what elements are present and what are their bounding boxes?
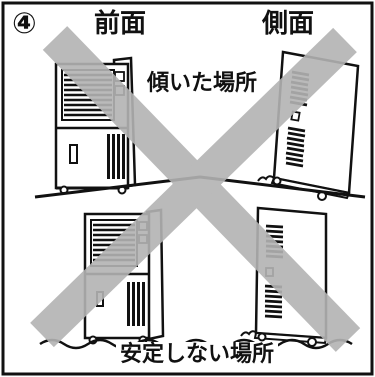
- tilted-place-caption: 傾いた場所: [143, 71, 262, 97]
- unstable-place-caption: 安定しない場所: [116, 342, 279, 368]
- side-view-label: 側面: [262, 9, 315, 39]
- uneven-floor-line: [39, 338, 353, 350]
- cross-out-icon: [30, 26, 361, 352]
- front-view-label: 前面: [94, 9, 147, 39]
- figure-number: ④: [12, 6, 37, 40]
